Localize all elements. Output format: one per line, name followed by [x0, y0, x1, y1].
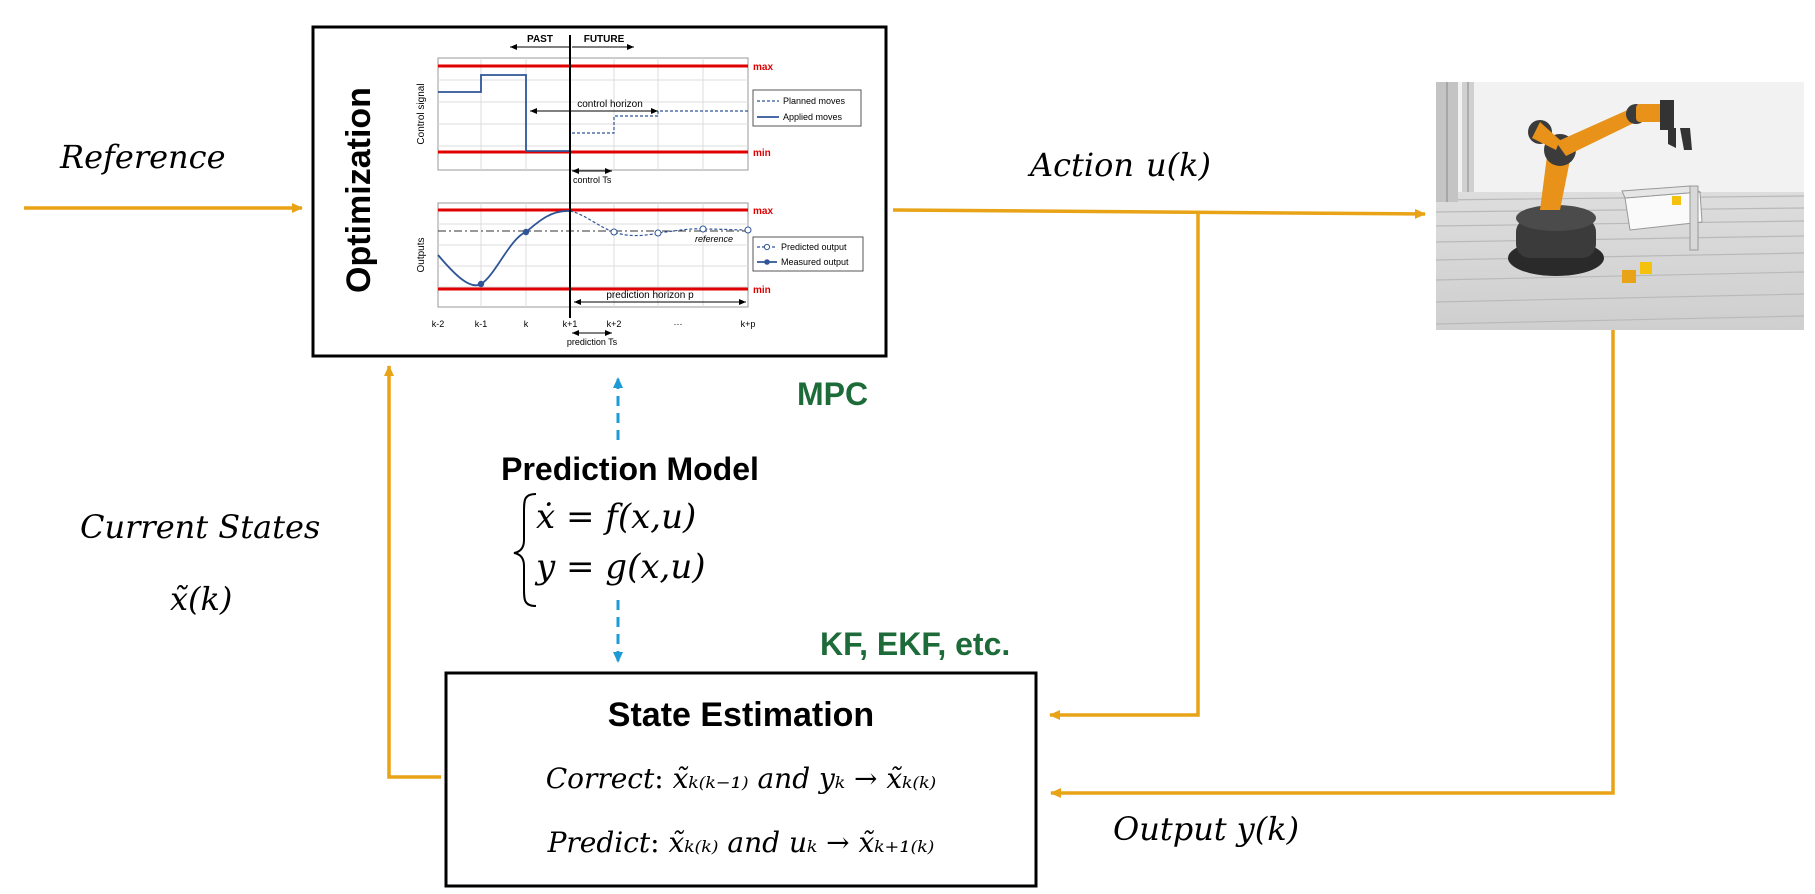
measured-point — [522, 228, 530, 236]
time-axis: k-2 k-1 k k+1 k+2 ··· k+p — [432, 319, 756, 329]
optimization-title: Optimization — [340, 87, 378, 293]
kf-label: KF, EKF, etc. — [820, 626, 1010, 662]
tick-label: k+1 — [563, 319, 578, 329]
optimization-box: Optimization PAST FUTURE max min Control… — [311, 25, 888, 358]
prediction-ts-label: prediction Ts — [567, 337, 618, 347]
prediction-model-title: Prediction Model — [501, 451, 759, 487]
state-estimation-box: State Estimation Correct: x̃ₖ₍ₖ₋₁₎ and y… — [444, 671, 1038, 888]
predict-label: Predict — [547, 826, 651, 859]
predicted-output-curve — [569, 210, 749, 237]
correct-step: Correct: x̃ₖ₍ₖ₋₁₎ and yₖ → x̃ₖ₍ₖ₎ — [546, 762, 937, 795]
predicted-point — [610, 228, 618, 236]
robot-arm-photo — [1435, 82, 1805, 330]
model-equation-1: ẋ = f(x,u) — [536, 497, 696, 537]
output-min-label: min — [753, 285, 771, 296]
state-estimation-title: State Estimation — [608, 696, 874, 734]
action-label: Action u(k) — [1027, 146, 1211, 184]
predicted-point — [744, 226, 752, 234]
reference-text: reference — [695, 234, 733, 244]
measured-output-curve — [437, 210, 571, 287]
applied-moves-line — [438, 74, 570, 152]
tick-label: k-2 — [432, 319, 445, 329]
output-arrow — [1050, 330, 1615, 798]
past-label: PAST — [527, 34, 553, 45]
measured-point — [477, 280, 485, 288]
control-horizon-label: control horizon — [577, 99, 643, 110]
action-variable: u(k) — [1146, 146, 1211, 184]
output-prefix: Output — [1113, 810, 1227, 848]
control-ts-label: control Ts — [573, 175, 612, 185]
control-max-label: max — [753, 62, 773, 73]
current-states-variable: x̃(k) — [170, 580, 232, 618]
prediction-horizon-label: prediction horizon p — [606, 290, 694, 301]
output-variable: y(k) — [1235, 810, 1299, 848]
correct-equation: x̃ₖ₍ₖ₋₁₎ and yₖ → x̃ₖ₍ₖ₎ — [673, 762, 937, 795]
outputs-axis-label: Outputs — [416, 237, 427, 272]
control-signal-axis-label: Control signal — [416, 83, 427, 144]
tick-label: k+p — [741, 319, 756, 329]
reference-label: Reference — [59, 138, 226, 176]
prediction-model: Prediction Model ẋ = f(x,u) y = g(x,u) — [501, 451, 759, 607]
action-arrow — [892, 208, 1426, 219]
control-legend — [752, 89, 862, 127]
action-prefix: Action — [1027, 146, 1134, 184]
legend-predicted: Predicted output — [781, 242, 847, 252]
flow-arrows — [24, 203, 1615, 798]
control-min-label: min — [753, 148, 771, 159]
action-feedback-arrow — [1049, 212, 1200, 720]
predicted-point — [654, 229, 662, 237]
tick-label: k — [524, 319, 529, 329]
model-equation-2: y = g(x,u) — [534, 547, 706, 587]
outputs-panel: max min Outputs reference Predicted outp… — [416, 202, 864, 308]
legend-planned: Planned moves — [783, 96, 846, 106]
tick-label: k-1 — [475, 319, 488, 329]
tick-label: ··· — [674, 319, 683, 329]
output-legend — [752, 236, 864, 272]
predict-equation: x̃ₖ₍ₖ₎ and uₖ → x̃ₖ₊₁₍ₖ₎ — [669, 826, 935, 859]
legend-measured: Measured output — [781, 257, 849, 267]
predicted-point — [699, 225, 707, 233]
current-states-label: Current States — [80, 508, 320, 546]
future-label: FUTURE — [584, 34, 625, 45]
predict-step: Predict: x̃ₖ₍ₖ₎ and uₖ → x̃ₖ₊₁₍ₖ₎ — [547, 826, 935, 859]
correct-label: Correct — [546, 762, 655, 795]
equation-brace — [513, 493, 537, 607]
output-max-label: max — [753, 206, 773, 217]
current-states-arrow — [384, 365, 441, 779]
tick-label: k+2 — [607, 319, 622, 329]
legend-applied: Applied moves — [783, 112, 843, 122]
mpc-label: MPC — [797, 376, 868, 412]
